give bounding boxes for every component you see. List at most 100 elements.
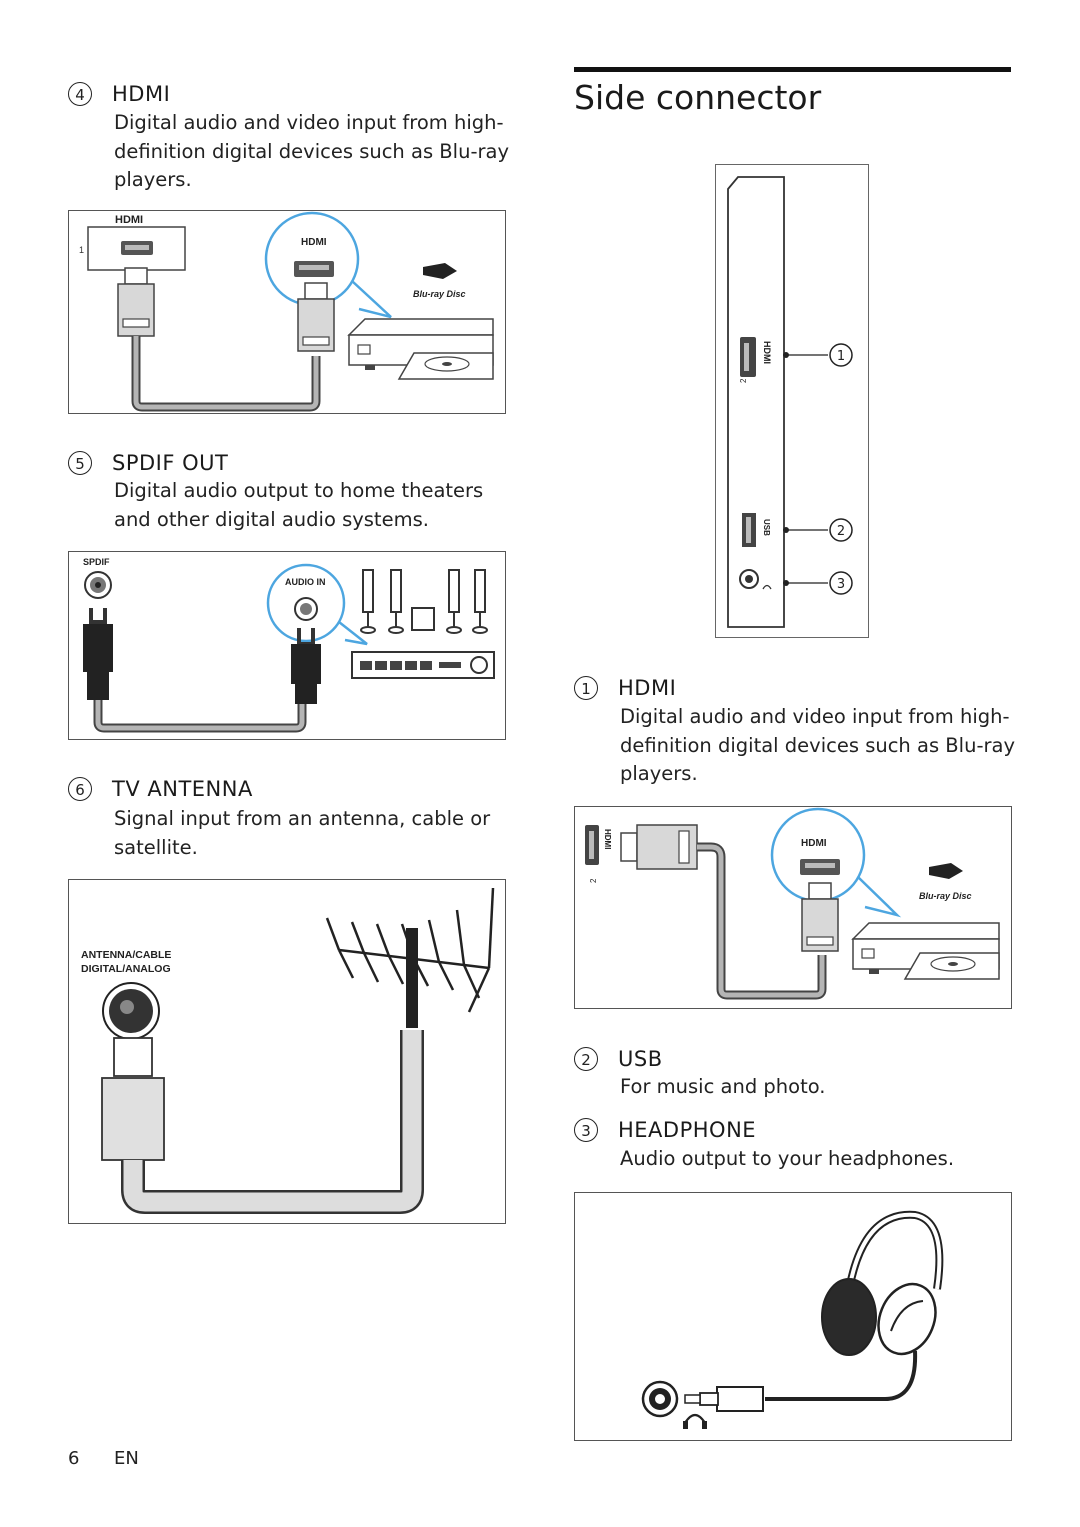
hdmi-plug-body — [117, 283, 155, 337]
hdmi-port-number: 2 — [589, 878, 598, 883]
right-ear-cup — [877, 1282, 937, 1356]
section-heading-hdmi-side: HDMI — [618, 676, 677, 700]
antenna-jack-pin — [120, 1000, 134, 1014]
zoom-callout-pointer — [351, 280, 392, 319]
section-description: Digital audio output to home theaters an… — [114, 477, 483, 534]
side-hdmi-connection-diagram: HDMI 2 HDMI Blu-ray Disc — [585, 807, 1000, 1000]
callout-number: 2 — [837, 524, 845, 539]
usb-port-inner — [746, 517, 751, 543]
player-foot — [869, 969, 879, 974]
desc-line: players. — [620, 762, 698, 785]
audio-in-port-label: AUDIO IN — [285, 577, 326, 587]
antenna-mast — [406, 928, 418, 1028]
headphone-jack-inner — [745, 575, 753, 583]
disc-hole — [948, 962, 958, 966]
player-button — [357, 344, 371, 355]
callout-number: 1 — [837, 349, 845, 364]
hdmi-plug-tip — [808, 882, 832, 900]
headphone-plug-tip — [684, 1394, 701, 1404]
callout-number: 3 — [837, 577, 845, 592]
section-description: Digital audio and video input from high-… — [114, 109, 509, 195]
language-code: EN — [114, 1448, 139, 1469]
rca-plug-tip — [89, 608, 107, 624]
desc-line: Digital audio output to home theaters — [114, 479, 484, 502]
bluray-logo-icon — [423, 263, 457, 279]
rca-plug-body — [291, 644, 321, 684]
headphone-plug — [716, 1386, 764, 1412]
section-description: Digital audio and video input from high-… — [620, 703, 1015, 789]
section-number: 3 — [574, 1118, 598, 1142]
hdmi-cable-outline — [131, 336, 321, 412]
tv-side-outline — [727, 176, 785, 628]
headphone-symbol-icon — [762, 584, 772, 590]
hdmi-port-pins — [299, 265, 329, 270]
spdif-cable — [95, 700, 305, 731]
player-button — [861, 948, 875, 959]
section-number: 5 — [68, 451, 92, 475]
desc-line: definition digital devices such as Blu-r… — [620, 733, 1015, 757]
hdmi-port-pins — [125, 245, 149, 250]
hdmi-plug-band — [806, 936, 834, 946]
desc-line: Digital audio and video input from high- — [620, 705, 1010, 728]
hdmi-cable — [133, 336, 319, 410]
receiver-knob — [470, 656, 488, 674]
hdmi-plug-tip — [124, 267, 148, 285]
section-description: Audio output to your headphones. — [620, 1145, 954, 1174]
speakers-icon — [360, 569, 488, 634]
hdmi-plug-band — [302, 336, 330, 346]
side-hdmi-connection-figure: HDMI 2 HDMI Blu-ray Disc — [574, 806, 1012, 1009]
hdmi-plug-tip — [620, 832, 638, 862]
section-heading-tv-antenna: TV ANTENNA — [112, 777, 253, 801]
headband — [846, 1210, 944, 1290]
hdmi-port-label: HDMI — [603, 829, 612, 849]
antenna-connection-figure: ANTENNA/CABLE DIGITAL/ANALOG — [68, 879, 506, 1224]
callout-marker — [829, 571, 853, 595]
section-heading-headphone: HEADPHONE — [618, 1118, 757, 1142]
side-connector-panel-figure: HDMI 2 USB 1 2 3 — [715, 164, 869, 638]
device-port-label: HDMI — [301, 237, 327, 248]
desc-line: satellite. — [114, 835, 198, 859]
rca-plug-grip — [295, 684, 317, 704]
spdif-jack-pin — [95, 582, 101, 588]
headband-inner — [848, 1212, 942, 1290]
section-number: 2 — [574, 1047, 598, 1071]
coax-plug-body — [101, 1077, 165, 1161]
coax-cable-outline — [121, 1030, 424, 1214]
headphone-cord — [765, 1350, 918, 1401]
headphone-connection-diagram — [641, 1210, 944, 1429]
hdmi-plug-band — [122, 318, 150, 328]
callout-dot — [783, 580, 789, 586]
rca-plug-body — [83, 624, 113, 672]
headphone-connection-figure — [574, 1192, 1012, 1441]
hdmi-port-pins — [744, 343, 749, 371]
hdmi-plug-tip — [304, 282, 328, 300]
callout-marker — [829, 343, 853, 367]
callout-dot — [783, 352, 789, 358]
audio-in-jack-inner — [300, 603, 312, 615]
device-port-label: HDMI — [801, 838, 827, 849]
antenna-connection-diagram: ANTENNA/CABLE DIGITAL/ANALOG — [81, 887, 495, 1214]
section-title: Side connector — [574, 78, 822, 117]
headphone-jack-hole — [655, 1394, 665, 1404]
left-ear-cup — [821, 1278, 877, 1356]
side-connector-panel: HDMI 2 USB 1 2 3 — [727, 176, 853, 628]
spdif-connection-diagram: SPDIF AUDIO IN — [83, 557, 495, 733]
player-top — [347, 318, 494, 336]
desc-line: players. — [114, 168, 192, 191]
rca-plug-grip — [87, 672, 109, 700]
receiver-display — [360, 661, 461, 670]
hdmi-port-number: 2 — [739, 378, 748, 383]
player-top — [851, 922, 1000, 940]
zoom-callout-pointer — [338, 621, 368, 646]
hdmi-connection-diagram: HDMI 1 HDMI Blu-ray Disc — [79, 211, 494, 412]
callout-dot — [783, 527, 789, 533]
hdmi-connection-figure: HDMI 1 HDMI Blu-ray Disc — [68, 210, 506, 414]
desc-line: Signal input from an antenna, cable or — [114, 807, 491, 830]
section-number: 4 — [68, 82, 92, 106]
tv-port-label: HDMI — [115, 214, 143, 226]
desc-line: Digital audio and video input from high- — [114, 111, 504, 134]
disc-hole — [442, 362, 452, 366]
section-rule — [574, 67, 1011, 72]
coax-cable — [123, 1030, 422, 1212]
antenna-port-label-1: ANTENNA/CABLE — [81, 949, 171, 961]
